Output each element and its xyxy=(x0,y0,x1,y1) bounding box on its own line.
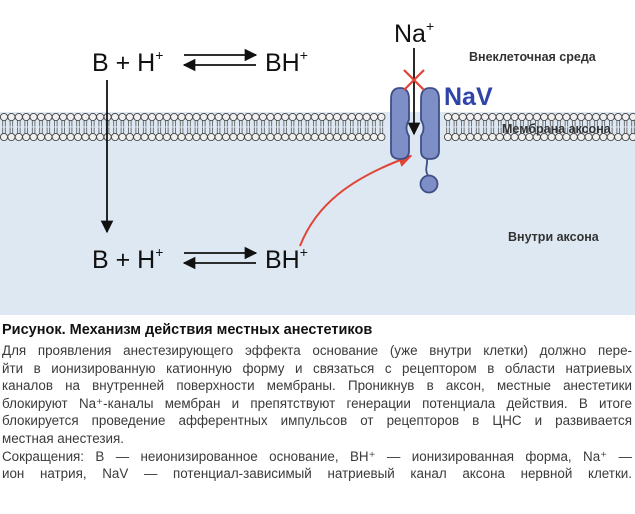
caption-line: блокируют Na⁺-каналы мембран и препятств… xyxy=(2,395,632,411)
channel-right-subunit xyxy=(420,87,440,160)
caption-line: Для проявления анестезирующего эффекта о… xyxy=(2,343,632,358)
intracellular-label: Внутри аксона xyxy=(508,230,600,244)
axon-membrane xyxy=(0,112,635,142)
caption-line: Сокращения: B — неионизированное основан… xyxy=(2,448,632,464)
mechanism-diagram: Внеклеточная среда Мембрана аксона Внутр… xyxy=(0,0,635,315)
intracellular-area xyxy=(0,112,635,315)
extracellular-label: Внеклеточная среда xyxy=(469,50,597,64)
top-right-formula: BH+ xyxy=(265,47,308,77)
membrane-label: Мембрана аксона xyxy=(502,122,612,136)
extracellular-area xyxy=(0,0,635,112)
caption-line: местная анестезия. xyxy=(2,430,125,446)
block-cross-icon xyxy=(403,69,425,91)
caption-title: Рисунок. Механизм действия местных анест… xyxy=(2,322,373,338)
nav-channel xyxy=(390,87,440,194)
caption-line: каналов на внутренней поверхности мембра… xyxy=(2,378,632,394)
inactivation-linker xyxy=(425,158,429,177)
caption-body: Для проявления анестезирующего эффекта о… xyxy=(2,342,632,483)
caption-line: блокируется проведение афферентных импул… xyxy=(2,413,632,429)
bottom-right-formula: BH+ xyxy=(265,244,308,274)
binding-arrow xyxy=(299,153,413,247)
nav-channel-label: NaV xyxy=(444,83,493,111)
inactivation-gate xyxy=(419,174,439,194)
caption-line: йти в ионизированную катионную форму и с… xyxy=(2,360,632,376)
caption-line: ион натрия, NaV — потенциал-зависимый на… xyxy=(2,466,632,482)
top-left-formula: B + H+ xyxy=(92,47,163,77)
bottom-left-formula: B + H+ xyxy=(92,244,163,274)
sodium-ion-label: Na+ xyxy=(394,18,434,48)
channel-left-subunit xyxy=(390,87,410,160)
figure-caption: Рисунок. Механизм действия местных анест… xyxy=(2,322,632,483)
